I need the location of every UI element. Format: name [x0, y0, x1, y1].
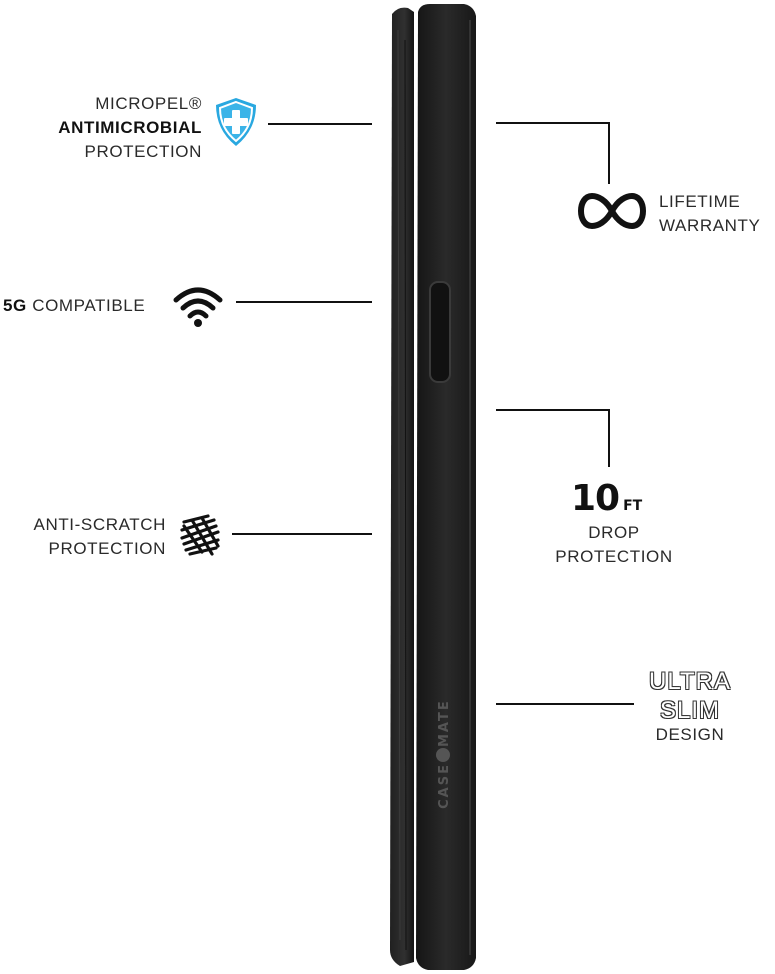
warranty-label: LIFETIME WARRANTY: [659, 190, 760, 238]
brand-left-text: CASE: [437, 763, 452, 809]
scratch-line2: PROTECTION: [48, 539, 166, 558]
folio-cover: [390, 7, 414, 967]
callout-line-warranty-v: [608, 122, 610, 184]
drop-label: DROP PROTECTION: [540, 521, 688, 569]
slim-line3: DESIGN: [655, 725, 725, 744]
side-button: [429, 281, 451, 383]
callout-line-drop-h: [496, 409, 610, 411]
callout-line-5g: [236, 301, 372, 303]
brand-logo: CASE MATE: [428, 680, 458, 830]
callout-line-drop-v: [608, 409, 610, 467]
brand-dot-icon: [436, 748, 450, 762]
scribble-icon: [180, 514, 220, 556]
scratch-line1: ANTI-SCRATCH: [33, 515, 166, 534]
antimicrobial-label: MICROPEL® ANTIMICROBIAL PROTECTION: [40, 92, 202, 164]
callout-line-antimicrobial: [268, 123, 372, 125]
antimicrobial-line3: PROTECTION: [84, 142, 202, 161]
shield-plus-icon: [216, 98, 256, 146]
callout-line-slim: [496, 703, 634, 705]
antimicrobial-line2: ANTIMICROBIAL: [58, 118, 202, 137]
slim-line2: SLIM: [659, 697, 720, 724]
callout-line-warranty-h: [496, 122, 610, 124]
brand-right-text: MATE: [437, 699, 452, 747]
fiveg-bold: 5G: [3, 296, 27, 315]
slim-label: ULTRA SLIM DESIGN: [640, 667, 740, 747]
drop-line2: PROTECTION: [555, 547, 673, 566]
drop-unit: FT: [623, 498, 643, 514]
callout-line-scratch: [232, 533, 372, 535]
infinity-icon: [578, 192, 646, 230]
case-bumper: [416, 4, 476, 970]
warranty-line1: LIFETIME: [659, 192, 741, 211]
fiveg-text: COMPATIBLE: [32, 296, 146, 315]
wifi-icon: [173, 287, 223, 327]
antimicrobial-line1: MICROPEL®: [95, 94, 202, 113]
slim-line1: ULTRA: [649, 668, 731, 695]
scratch-label: ANTI-SCRATCH PROTECTION: [10, 513, 166, 561]
fiveg-label: 5G COMPATIBLE: [3, 294, 145, 318]
drop-number: 10: [571, 478, 620, 519]
warranty-line2: WARRANTY: [659, 216, 761, 235]
drop-line1: DROP: [588, 523, 640, 542]
